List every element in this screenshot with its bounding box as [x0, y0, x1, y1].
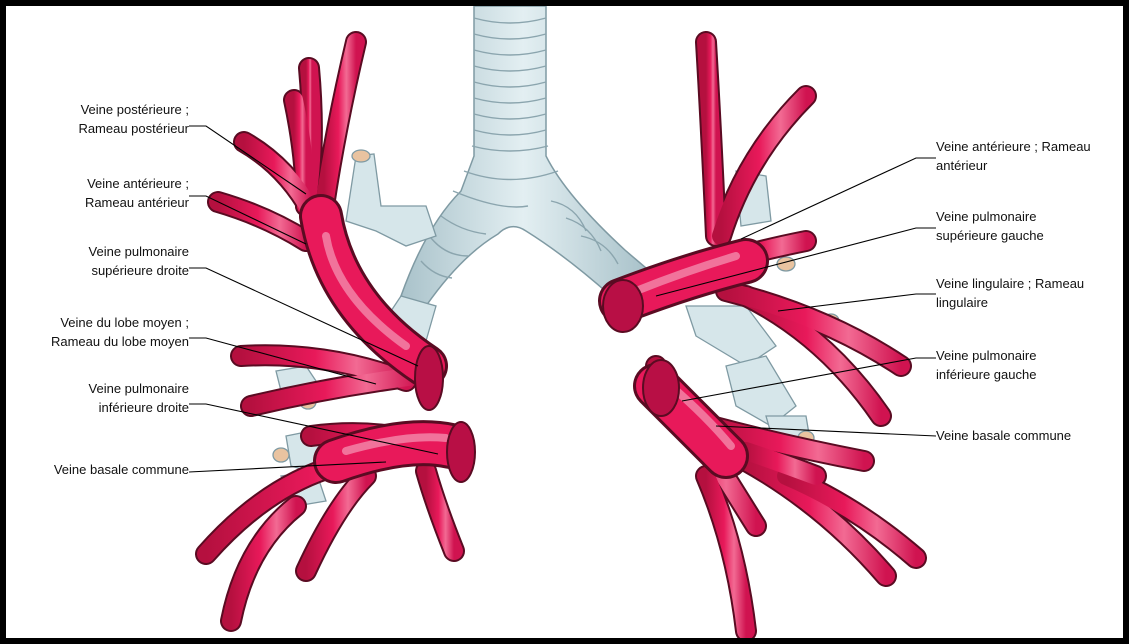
label-veine-basale-commune-droite: Veine basale commune	[54, 460, 189, 479]
label-veine-lingulaire: Veine lingulaire ; Rameau lingulaire	[936, 274, 1084, 312]
label-veine-posterieure-droite: Veine postérieure ; Rameau postérieur	[78, 100, 189, 138]
right-pulmonary-veins	[206, 42, 475, 621]
leader-line-r3	[778, 294, 936, 311]
label-veine-anterieure-gauche: Veine antérieure ; Rameau antérieur	[936, 137, 1091, 175]
label-veine-basale-commune-gauche: Veine basale commune	[936, 426, 1071, 445]
label-veine-pulmonaire-superieure-droite: Veine pulmonaire supérieure droite	[89, 242, 189, 280]
label-veine-anterieure-droite: Veine antérieure ; Rameau antérieur	[85, 174, 189, 212]
label-veine-pulmonaire-inferieure-droite: Veine pulmonaire inférieure droite	[89, 379, 189, 417]
trachea	[401, 6, 646, 306]
diagram-canvas: Veine postérieure ; Rameau postérieur Ve…	[6, 6, 1123, 638]
label-veine-pulmonaire-inferieure-gauche: Veine pulmonaire inférieure gauche	[936, 346, 1036, 384]
leader-line-r1	[741, 158, 936, 239]
label-veine-pulmonaire-superieure-gauche: Veine pulmonaire supérieure gauche	[936, 207, 1044, 245]
label-veine-lobe-moyen: Veine du lobe moyen ; Rameau du lobe moy…	[51, 313, 189, 351]
